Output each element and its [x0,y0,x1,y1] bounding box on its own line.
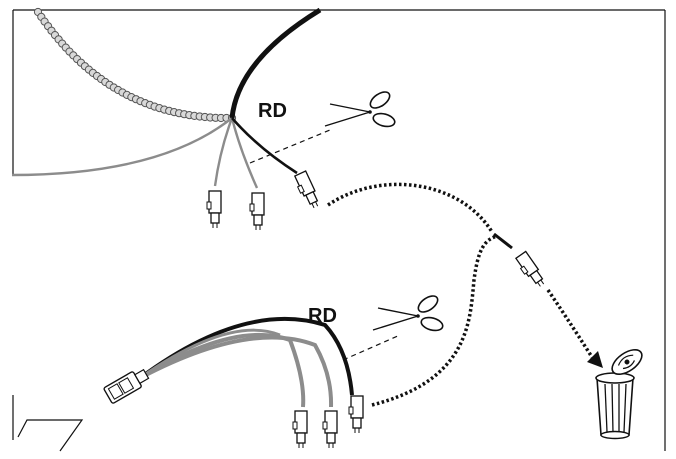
connector-icon [292,410,308,449]
wire-color-label: RD [258,100,287,122]
wire-color-label: RD [308,305,337,327]
scissors-icon [372,291,445,334]
scissors-icon [324,87,397,130]
discard-path [327,182,603,407]
connector-icon [322,410,338,449]
connector-icon [249,192,265,231]
beaded-wire [33,7,237,123]
connector-icon [348,395,364,434]
lower-harness [138,316,401,408]
upper-harness [11,7,331,189]
frame-outline [12,9,666,452]
connector-icon [292,170,322,212]
connector-icon [513,250,548,291]
connector-icon [206,190,222,229]
main-connector [103,368,150,404]
trash-can-icon [595,348,643,440]
